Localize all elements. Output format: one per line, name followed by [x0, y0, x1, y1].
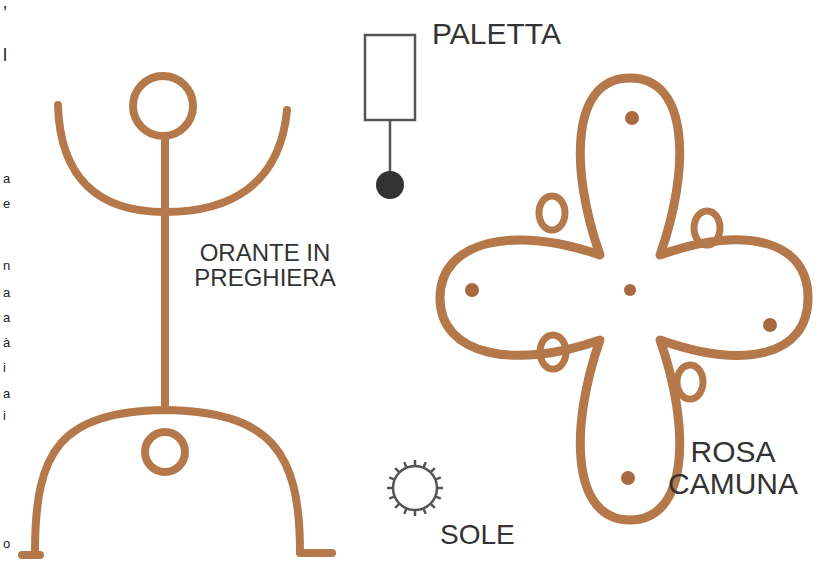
sun-ray	[395, 468, 399, 472]
sun-ray	[437, 487, 443, 490]
cropped-text: o	[3, 537, 10, 551]
cropped-text: l	[3, 46, 7, 65]
symbol-label: PALETTA	[432, 18, 561, 50]
sun-ray	[431, 468, 435, 472]
sun-ray	[423, 462, 425, 468]
cropped-text: a	[3, 286, 10, 300]
cropped-text: e	[3, 197, 10, 211]
symbol-label: ORANTE IN PREGHIERA	[190, 240, 340, 290]
sun-ray	[414, 510, 417, 516]
cropped-text: n	[3, 259, 10, 273]
symbol-label: ROSA CAMUNA	[668, 436, 798, 499]
sun-ray	[404, 462, 406, 468]
sun-ray	[423, 508, 425, 514]
sun-ray	[435, 496, 441, 498]
sun-ray	[387, 487, 393, 490]
cropped-text: i	[3, 409, 6, 423]
sun-ray	[389, 496, 395, 498]
sun-symbol	[387, 460, 443, 516]
cropped-text: à	[3, 336, 10, 350]
rosa-camuna	[440, 78, 808, 520]
sun-ray	[431, 504, 435, 508]
sun-ray	[389, 477, 395, 479]
cropped-text: ’	[3, 4, 7, 23]
cropped-text: a	[3, 172, 10, 186]
paletta-symbol	[365, 35, 415, 199]
cropped-text: i	[3, 361, 6, 375]
sun-ray	[414, 460, 417, 466]
cropped-text: a	[3, 387, 10, 401]
symbol-label: SOLE	[440, 520, 515, 549]
cropped-text: a	[3, 311, 10, 325]
sun-ray	[435, 477, 441, 479]
orante-figure	[22, 76, 332, 555]
sun-ray	[404, 508, 406, 514]
sun-ray	[395, 504, 399, 508]
